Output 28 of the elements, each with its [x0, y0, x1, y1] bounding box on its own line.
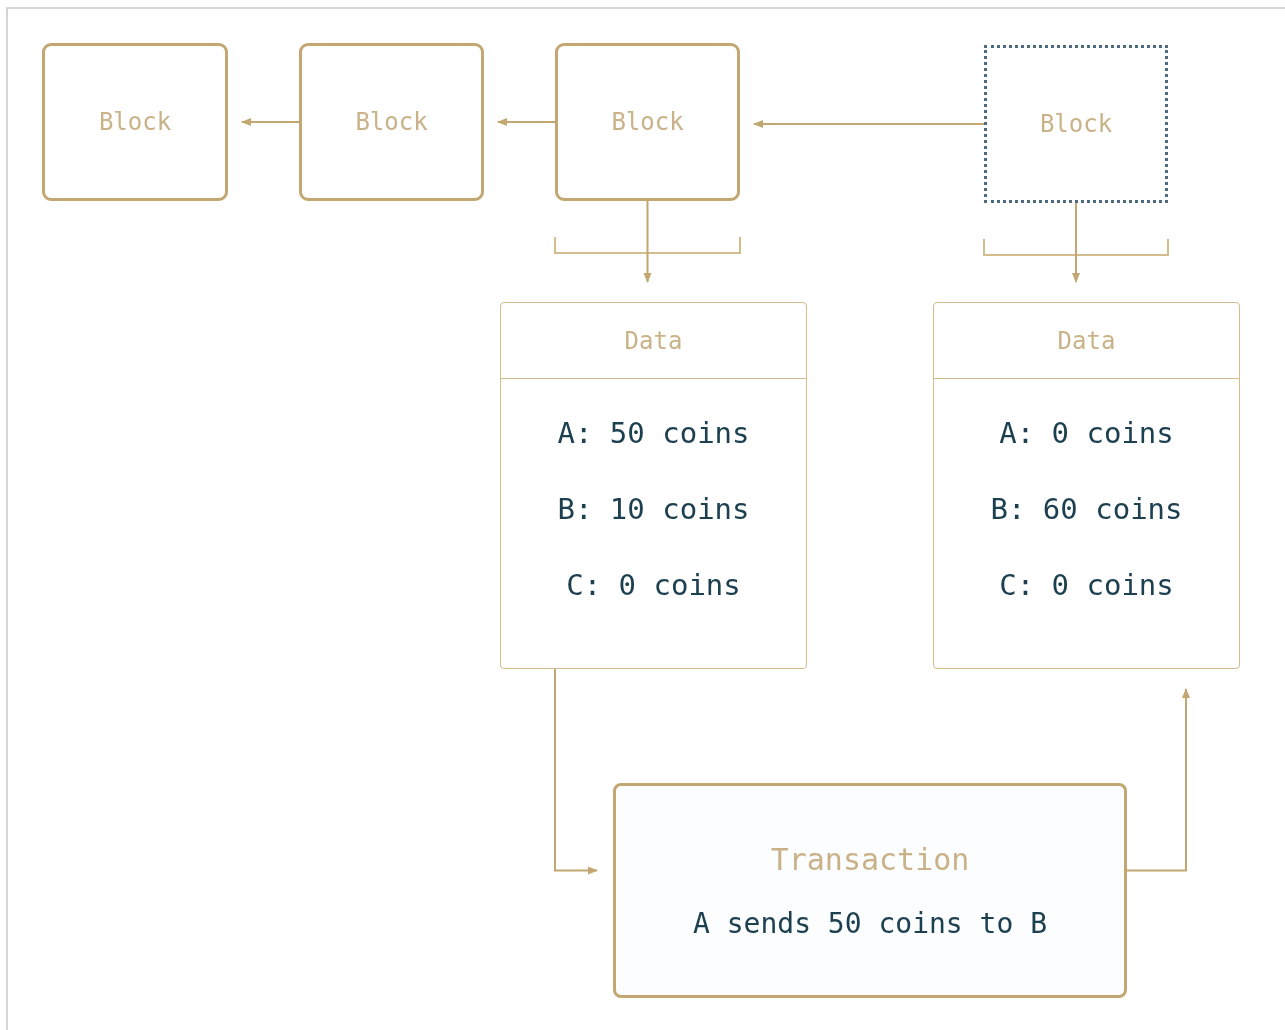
data-table [500, 302, 807, 669]
transaction-text: A sends 50 coins to B [693, 906, 1047, 940]
balance-text: A: 0 coins [999, 415, 1174, 450]
pending-block-box [984, 45, 1168, 203]
block-label: Block [1039, 110, 1113, 138]
arrow [753, 120, 985, 128]
block-box [299, 43, 484, 201]
arrow [554, 668, 598, 875]
arrow [241, 118, 300, 126]
balance-text: B: 10 coins [557, 491, 750, 526]
box-title: Transaction [770, 841, 970, 877]
block-label: Block [98, 108, 172, 136]
balance-text: C: 0 coins [999, 567, 1174, 602]
table-header: Data [501, 303, 806, 379]
table-header: Data [934, 303, 1239, 379]
transaction-box [613, 783, 1127, 998]
arrow [643, 200, 652, 283]
block-label: Block [611, 108, 684, 136]
arrow [497, 118, 556, 126]
balance-text: C: 0 coins [566, 567, 741, 602]
data-table [933, 302, 1240, 669]
block-label: Block [355, 108, 428, 136]
block-box [42, 43, 228, 201]
arrow [1126, 688, 1190, 872]
balance-text: A: 50 coins [557, 415, 750, 450]
balance-text: B: 60 coins [990, 491, 1183, 526]
block-box [555, 43, 740, 201]
arrow [1072, 202, 1080, 283]
